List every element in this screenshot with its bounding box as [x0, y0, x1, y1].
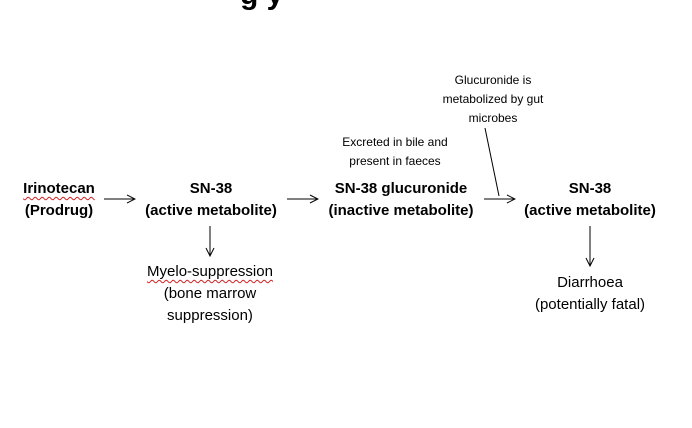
- effect-myelosuppression: Myelo-suppression (bone marrow suppressi…: [128, 261, 292, 327]
- sn38-label-2: SN-38: [568, 180, 612, 197]
- bile-line2: present in faeces: [349, 154, 441, 168]
- sn38-glucuronide-sub: (inactive metabolite): [328, 202, 474, 219]
- sn38-label-1: SN-38: [189, 180, 233, 197]
- irinotecan-sub: (Prodrug): [24, 202, 94, 219]
- node-sn38-glucuronide: SN-38 glucuronide (inactive metabolite): [320, 178, 482, 222]
- myelo-line1-text: Myelo-suppression: [147, 263, 273, 280]
- gut-line1: Glucuronide is: [454, 73, 532, 87]
- gut-line2: metabolized by gut: [442, 92, 544, 106]
- callout-line-gut-microbes: [484, 127, 500, 197]
- node-irinotecan: Irinotecan (Prodrug): [18, 178, 100, 222]
- sn38-sub-2: (active metabolite): [524, 202, 656, 219]
- gut-line3: microbes: [468, 111, 518, 125]
- sn38-glucuronide-label: SN-38 glucuronide: [334, 180, 468, 197]
- title-fragment: g y: [240, 0, 283, 12]
- note-gut-microbes: Glucuronide is metabolized by gut microb…: [418, 71, 568, 128]
- bile-line1: Excreted in bile and: [342, 135, 448, 149]
- myelo-line3: suppression): [167, 307, 253, 324]
- node-sn38-active-1: SN-38 (active metabolite): [136, 178, 286, 222]
- note-bile-excretion: Excreted in bile and present in faeces: [320, 133, 470, 171]
- myelo-line2: (bone marrow: [163, 285, 257, 302]
- sn38-sub-1: (active metabolite): [145, 202, 277, 219]
- node-sn38-active-2: SN-38 (active metabolite): [514, 178, 666, 222]
- irinotecan-label: Irinotecan: [23, 180, 95, 197]
- diarrhoea-line2: (potentially fatal): [534, 296, 646, 313]
- effect-diarrhoea: Diarrhoea (potentially fatal): [516, 272, 664, 316]
- diarrhoea-line1: Diarrhoea: [557, 274, 623, 291]
- myelo-line1: Myelo-suppression: [128, 261, 292, 283]
